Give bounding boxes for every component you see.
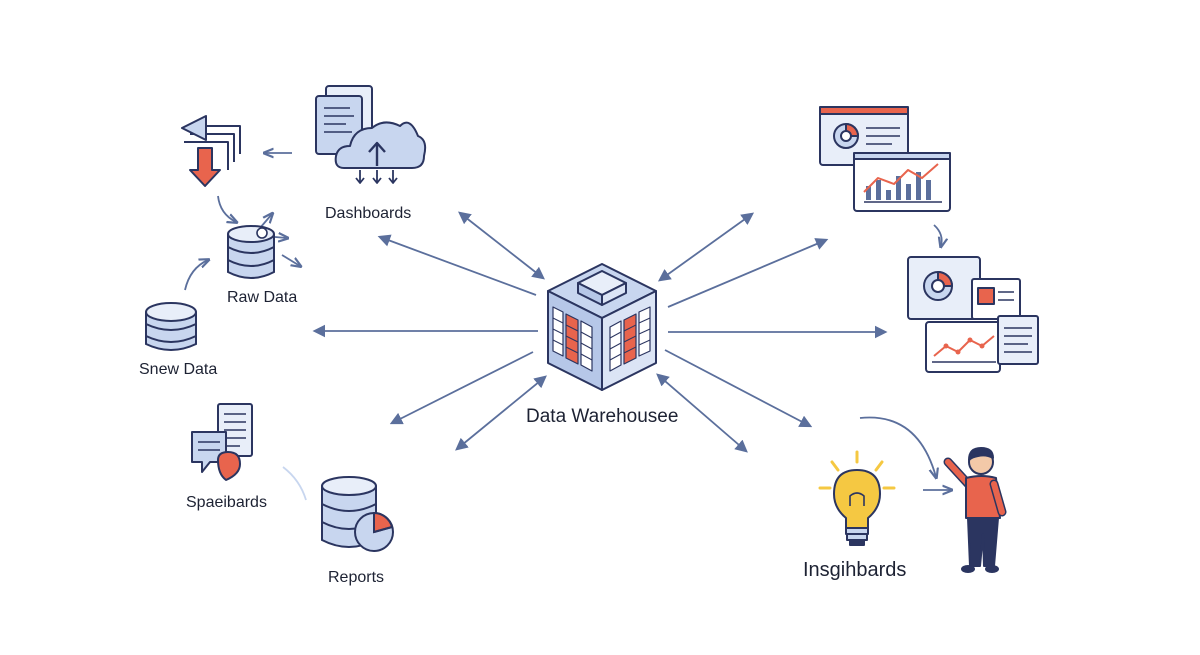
reports-database-icon <box>321 476 394 552</box>
arrow-funnel-to-raw <box>217 195 236 222</box>
raw-data-label: Raw Data <box>227 289 298 306</box>
arrow-to-right-upper <box>667 238 829 308</box>
lightbulb-icon <box>818 450 896 546</box>
arrow-top-right-bidir <box>657 212 755 282</box>
faint-curve-spaeibards <box>282 466 307 501</box>
snew-data-label: Snew Data <box>139 361 218 378</box>
data-warehouse-label: Data Warehousee <box>526 406 679 427</box>
connectors <box>184 153 951 501</box>
insights-label: Insgihbards <box>803 559 907 581</box>
analytics-monitors-icon <box>819 106 951 212</box>
arrow-bottom-right-bidir <box>656 373 748 453</box>
spaeibards-label: Spaeibards <box>186 494 267 511</box>
arrow-curve-to-person <box>859 416 936 477</box>
arrow-to-dashboards <box>377 234 537 296</box>
dashboards-cloud-icon <box>315 85 427 184</box>
dashboards-label: Dashboards <box>325 205 412 222</box>
arrow-reports-bidir <box>455 375 547 451</box>
arrow-raw-out-down <box>281 254 300 266</box>
person-icon <box>943 447 1007 573</box>
dashboard-cluster-icon <box>907 256 1039 373</box>
raw-data-database-icon <box>227 225 275 279</box>
snew-data-database-icon <box>145 302 197 351</box>
arrow-dashboards-bidir <box>458 211 545 280</box>
arrow-raw-out-top <box>259 214 272 229</box>
funnel-export-icon <box>181 115 241 187</box>
arrow-snew-to-raw <box>184 260 208 291</box>
arrow-to-insights <box>664 349 813 428</box>
arrow-chart-down <box>933 224 942 246</box>
data-warehouse-icon <box>547 263 657 391</box>
reports-label: Reports <box>328 569 385 586</box>
arrow-to-spaeibards <box>389 351 534 425</box>
spaeibards-documents-icon <box>191 403 253 481</box>
